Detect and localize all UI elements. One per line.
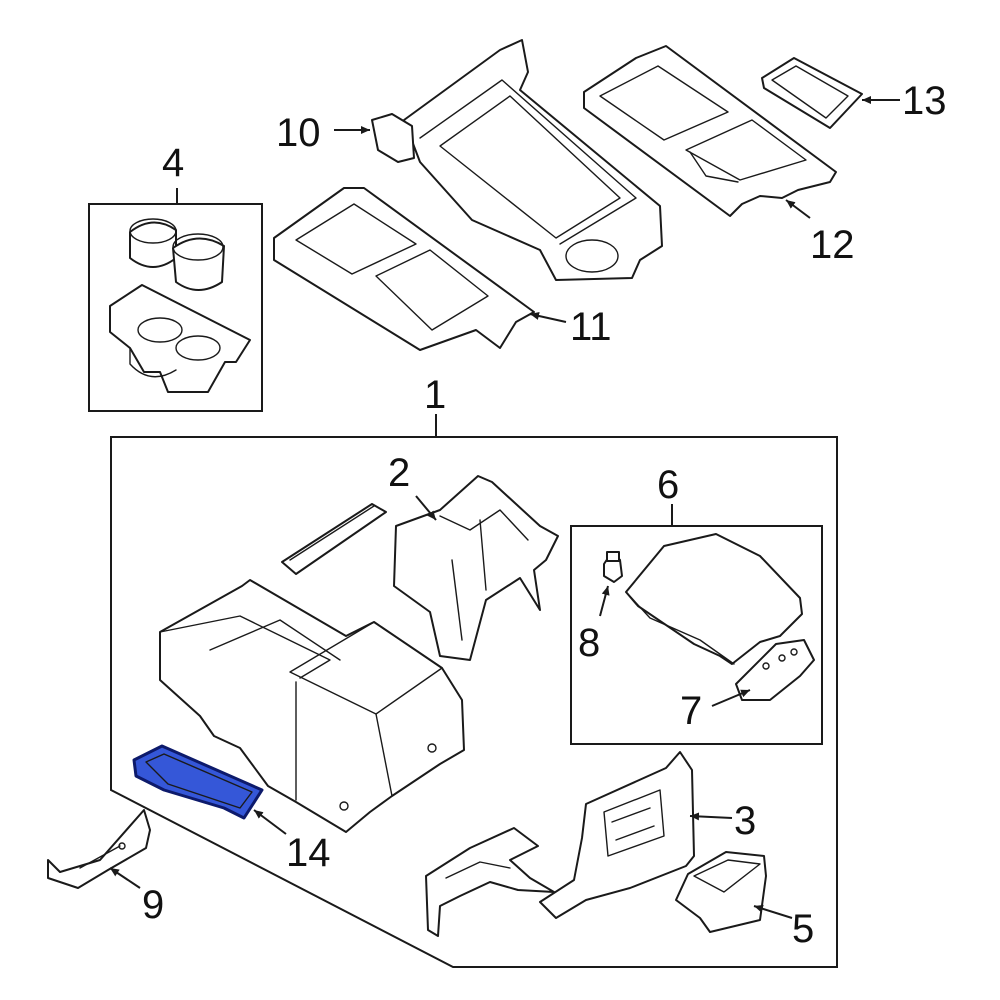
bolt-part [603,551,623,583]
leader-11 [529,312,567,323]
console-mat-highlighted [132,744,264,820]
callout-6: 6 [657,463,679,507]
leader-14 [253,809,287,835]
callout-9: 9 [142,883,164,927]
console-mat-part-highlighted [132,744,264,820]
console-upper-trim-part [273,187,535,351]
leader-8 [599,585,610,617]
hinge-part [735,639,815,701]
side-bracket-part [47,809,151,889]
leader-2 [415,495,437,521]
lower-bracket-part [425,827,555,937]
console-insert-mat-part [761,57,863,129]
armrest-lid-part [625,533,803,665]
rear-cover-part [539,751,695,919]
armrest-group-frame [570,525,823,745]
leader-3 [689,812,733,821]
callout-8: 8 [578,621,600,665]
callout-3: 3 [734,799,756,843]
callout-2: 2 [388,451,410,495]
console-trim-front-part [371,39,663,281]
cup-holder-part [109,218,251,393]
callout-10: 10 [276,111,321,155]
cup-holder-group-frame [88,203,263,412]
callout-11: 11 [570,305,612,349]
callout-5: 5 [792,907,814,951]
rear-console-trim-part [583,45,837,217]
console-bracket-part [281,475,559,661]
leader-5 [753,904,793,919]
leader-12 [785,199,811,219]
console-body-part [159,579,465,833]
callout-4: 4 [162,141,184,185]
console-group-frame [110,436,838,968]
leader-7 [711,689,751,707]
leader-9 [109,867,141,889]
callout-13: 13 [902,79,947,123]
callout-1: 1 [424,373,446,417]
bin-part [675,851,767,933]
callout-7: 7 [680,689,702,733]
callout-12: 12 [810,223,855,267]
callout-14: 14 [286,831,331,875]
